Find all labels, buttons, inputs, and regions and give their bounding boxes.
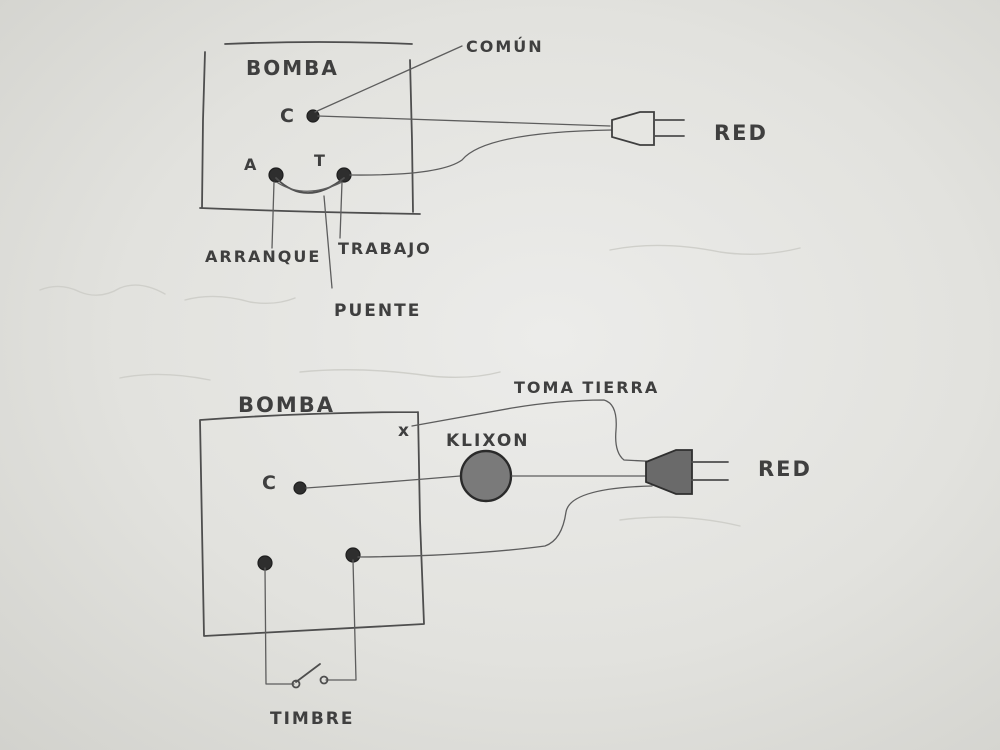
top-terminal-a (268, 167, 284, 183)
bottom-ground-wire (411, 399, 665, 463)
top-arranque-label: ARRANQUE (205, 247, 321, 266)
timbre-push-switch (291, 663, 329, 689)
bottom-pump-title: BOMBA (238, 393, 335, 417)
klixon-label: KLIXON (446, 431, 530, 451)
top-puente-label: PUENTE (334, 301, 421, 321)
bottom-pump-box (199, 411, 425, 637)
bottom-wire-start-to-switch (264, 567, 295, 685)
bottom-wire-common-to-klixon (305, 475, 461, 489)
top-bridge-wire-shadow (277, 181, 343, 192)
top-diagram: BOMBA C A T COMÚN RED ARRANQUE TRABAJO P… (199, 37, 768, 321)
top-comun-leader (314, 45, 463, 113)
bottom-toma-tierra-label: TOMA TIERRA (514, 378, 659, 397)
top-terminal-c (306, 109, 320, 123)
top-terminal-t (336, 167, 352, 183)
paper-show-through (39, 244, 801, 527)
top-wire-common-to-plug (317, 115, 611, 127)
bottom-diagram: BOMBA x TOMA TIERRA C KLIXON RED TIMBRE (199, 378, 812, 729)
top-plug-icon (611, 111, 685, 146)
bottom-ground-mark: x (398, 421, 411, 441)
top-puente-leader (323, 195, 333, 289)
bottom-terminal-c-label: C (262, 472, 278, 494)
top-bridge-wire (275, 177, 345, 194)
bottom-wire-run-to-plug (357, 485, 653, 558)
klixon-thermal-protector (459, 449, 513, 503)
bottom-plug-icon (645, 449, 729, 495)
top-terminal-a-label: A (244, 155, 258, 174)
top-trabajo-leader (339, 181, 343, 239)
top-terminal-t-label: T (314, 151, 327, 170)
bottom-red-label: RED (758, 457, 812, 481)
top-wire-work-to-plug (349, 129, 613, 176)
bottom-timbre-label: TIMBRE (270, 709, 355, 729)
top-arranque-leader (271, 181, 275, 249)
bottom-terminal-c (293, 481, 307, 495)
top-terminal-c-label: C (280, 105, 296, 127)
top-trabajo-label: TRABAJO (338, 239, 432, 258)
top-comun-label: COMÚN (466, 37, 544, 56)
bottom-wire-run-to-switch (325, 559, 357, 681)
top-red-label: RED (714, 121, 768, 145)
top-pump-box (199, 41, 421, 215)
top-pump-title: BOMBA (246, 56, 339, 80)
